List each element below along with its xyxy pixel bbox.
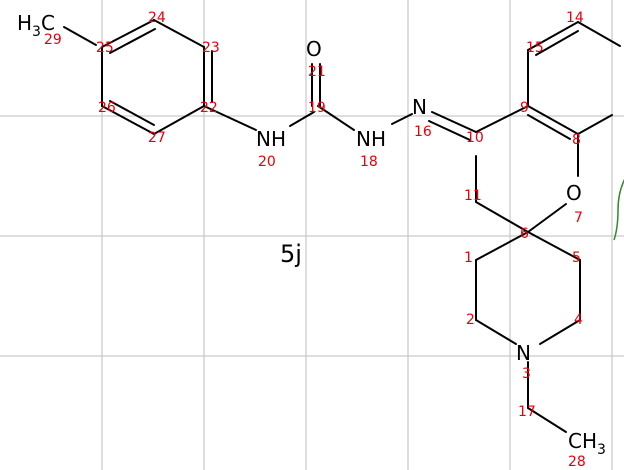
atom-o-7: O xyxy=(566,181,582,205)
bond-9-8-inner xyxy=(527,114,571,140)
bond-22-20 xyxy=(203,105,257,131)
atom-number-17: 17 xyxy=(518,404,536,420)
bond-6-1 xyxy=(475,231,529,261)
bond-7-6 xyxy=(527,203,567,233)
atom-number-25: 25 xyxy=(96,40,114,56)
atom-number-24: 24 xyxy=(148,10,166,26)
bond-19-18 xyxy=(317,105,355,131)
atom-number-1: 1 xyxy=(464,250,473,266)
bond-24-23 xyxy=(153,19,205,48)
atom-number-3: 3 xyxy=(522,366,531,382)
bond-6-5 xyxy=(527,231,581,261)
bond-15-14-inner xyxy=(535,30,579,56)
atom-number-26: 26 xyxy=(98,100,116,116)
bond-18-16 xyxy=(391,113,413,125)
bond-9-8 xyxy=(527,105,579,135)
atom-number-14: 14 xyxy=(566,10,584,26)
atom-o-21: O xyxy=(306,37,322,61)
atom-number-16: 16 xyxy=(414,124,432,140)
annotation-bracket xyxy=(613,178,624,241)
atom-labels: H3C O NH NH N O N CH3 xyxy=(17,11,606,458)
atom-number-29: 29 xyxy=(44,32,62,48)
bond-10-9 xyxy=(475,105,529,133)
atom-number-6: 6 xyxy=(520,226,529,242)
atom-number-22: 22 xyxy=(200,100,218,116)
atom-number-19: 19 xyxy=(308,100,326,116)
atom-number-23: 23 xyxy=(202,40,220,56)
bond-8-right xyxy=(577,114,613,135)
bond-29-25 xyxy=(63,26,97,46)
bond-2-3 xyxy=(475,319,517,345)
bond-25-24-inner xyxy=(109,28,156,54)
atom-number-15: 15 xyxy=(526,40,544,56)
bond-14-right xyxy=(577,21,621,47)
bond-27-26-inner xyxy=(109,100,155,126)
atom-number-2: 2 xyxy=(466,312,475,328)
atom-number-27: 27 xyxy=(148,130,166,146)
atom-number-18: 18 xyxy=(360,154,378,170)
atom-methyl-bottom: CH3 xyxy=(568,429,606,458)
atom-number-21: 21 xyxy=(308,64,326,80)
compound-label: 5j xyxy=(280,240,302,268)
atom-number-28: 28 xyxy=(568,454,586,470)
atom-number-5: 5 xyxy=(572,250,581,266)
atom-number-8: 8 xyxy=(572,132,581,148)
bond-25-24 xyxy=(101,19,155,48)
atom-nh-20: NH xyxy=(256,127,286,151)
atom-numbers: 29 24 23 25 26 22 27 20 21 19 18 16 10 9… xyxy=(44,10,586,470)
bond-11-6 xyxy=(475,201,529,233)
bond-4-3 xyxy=(539,319,581,345)
bond-15-14 xyxy=(527,21,579,51)
atom-number-10: 10 xyxy=(466,130,484,146)
atom-methyl-top: H3C xyxy=(17,11,55,40)
atom-number-20: 20 xyxy=(258,154,276,170)
atom-number-7: 7 xyxy=(574,210,583,226)
bond-16-10-a xyxy=(431,111,477,133)
atom-number-4: 4 xyxy=(574,312,583,328)
atom-n-3: N xyxy=(516,341,531,365)
bond-17-28 xyxy=(527,407,567,433)
bond-22-27 xyxy=(153,105,205,135)
atom-number-9: 9 xyxy=(520,100,529,116)
atom-n-16: N xyxy=(412,95,427,119)
bonds xyxy=(63,19,621,433)
bond-27-26 xyxy=(101,105,155,135)
atom-number-11: 11 xyxy=(464,188,482,204)
bond-16-10-b xyxy=(428,120,471,141)
atom-nh-18: NH xyxy=(356,127,386,151)
bond-20-19 xyxy=(289,111,315,127)
